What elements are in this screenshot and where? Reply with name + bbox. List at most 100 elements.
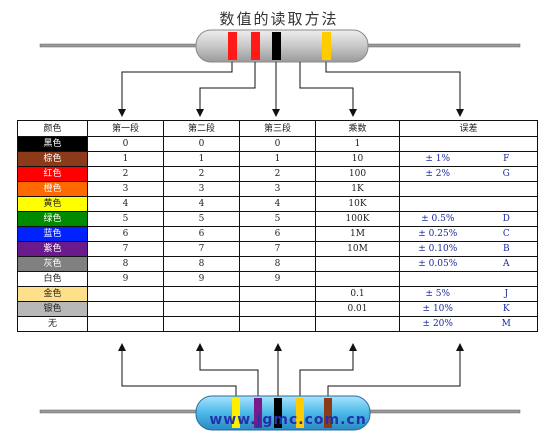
header-color: 颜色 [17,120,88,137]
multiplier-cell: 10 [315,151,400,167]
digit1-cell: 4 [87,196,164,212]
digit3-cell: 6 [239,226,316,242]
digit3-cell: 1 [239,151,316,167]
arrow-band1-to-digit1 [118,62,233,117]
arrow-bottom-to-tolerance [327,343,464,400]
digit3-cell [239,316,316,332]
arrow-bottom-to-digit1 [118,343,237,400]
tolerance-cell: ± 0.05% [399,256,476,272]
digit1-cell: 9 [87,271,164,287]
bottom-band-2 [254,398,262,428]
digit1-cell [87,301,164,317]
tolerance-code-cell: D [475,211,539,227]
multiplier-cell: 10M [315,241,400,257]
tolerance-code-cell [475,181,539,197]
digit2-cell: 2 [163,166,240,182]
multiplier-cell: 0.01 [315,301,400,317]
color-name-cell: 绿色 [17,211,88,227]
tolerance-cell: ± 10% [399,301,476,317]
color-name-cell: 银色 [17,301,88,317]
digit1-cell: 3 [87,181,164,197]
digit2-cell [163,286,240,302]
tolerance-cell [399,181,476,197]
color-name-cell: 橙色 [17,181,88,197]
tolerance-code-cell [475,271,539,287]
arrow-band2-to-digit2 [196,62,256,117]
digit2-cell: 8 [163,256,240,272]
tolerance-code-cell: A [475,256,539,272]
color-name-cell: 无 [17,316,88,332]
digit3-cell: 2 [239,166,316,182]
color-name-cell: 紫色 [17,241,88,257]
tolerance-code-cell: B [475,241,539,257]
tolerance-cell [399,196,476,212]
table-row: 无 ± 20%M [17,316,539,332]
digit2-cell: 3 [163,181,240,197]
tolerance-code-cell: J [475,286,539,302]
arrow-band4-to-tolerance [325,62,464,117]
digit3-cell: 5 [239,211,316,227]
bottom-band-1 [232,398,240,428]
tolerance-code-cell: K [475,301,539,317]
digit1-cell: 5 [87,211,164,227]
arrow-bottom-to-multiplier [299,343,357,400]
color-name-cell: 红色 [17,166,88,182]
tolerance-cell [399,271,476,287]
digit2-cell: 1 [163,151,240,167]
bottom-resistor [39,395,521,431]
multiplier-cell: 0.1 [315,286,400,302]
digit3-cell: 4 [239,196,316,212]
arrow-to-multiplier [299,62,357,117]
top-resistor-body [195,29,369,63]
multiplier-cell: 100 [315,166,400,182]
tolerance-code-cell: G [475,166,539,182]
top-band-3 [272,32,281,60]
tolerance-code-cell [475,136,539,152]
header-digit2: 第二段 [163,120,240,137]
digit1-cell: 6 [87,226,164,242]
tolerance-code-cell: F [475,151,539,167]
digit2-cell: 4 [163,196,240,212]
digit2-cell: 7 [163,241,240,257]
multiplier-cell: 1K [315,181,400,197]
digit3-cell: 9 [239,271,316,287]
multiplier-cell: 1M [315,226,400,242]
color-name-cell: 棕色 [17,151,88,167]
tolerance-cell: ± 0.5% [399,211,476,227]
digit1-cell: 8 [87,256,164,272]
tolerance-cell: ± 20% [399,316,476,332]
digit1-cell: 7 [87,241,164,257]
color-name-cell: 黑色 [17,136,88,152]
bottom-arrows [118,343,464,400]
digit1-cell [87,286,164,302]
multiplier-cell: 10K [315,196,400,212]
tolerance-code-cell [475,196,539,212]
multiplier-cell [315,256,400,272]
watermark-url: www.jgmc.com.cn [209,412,367,428]
header-digit1: 第一段 [87,120,164,137]
bottom-band-3 [274,398,282,428]
digit1-cell: 1 [87,151,164,167]
digit3-cell: 3 [239,181,316,197]
digit3-cell: 7 [239,241,316,257]
color-name-cell: 白色 [17,271,88,287]
top-arrows [118,62,464,117]
digit2-cell [163,316,240,332]
tolerance-cell: ± 0.10% [399,241,476,257]
tolerance-code-cell: M [475,316,539,332]
tolerance-cell [399,136,476,152]
header-digit3: 第三段 [239,120,316,137]
digit3-cell: 8 [239,256,316,272]
top-resistor [39,29,521,63]
digit1-cell [87,316,164,332]
